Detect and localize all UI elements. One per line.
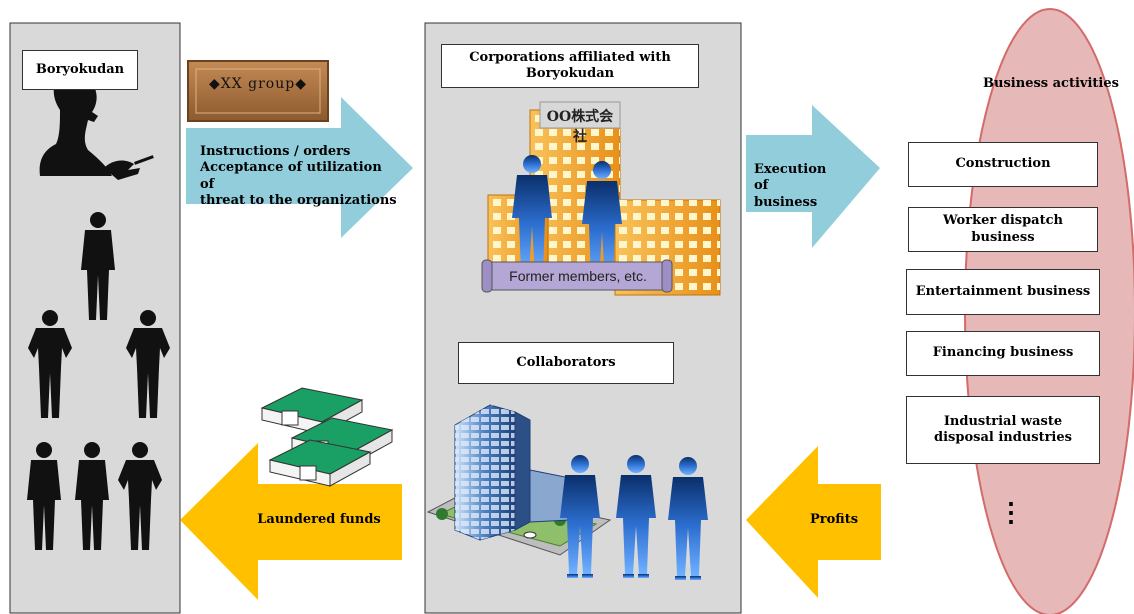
group-sign-board <box>187 60 329 122</box>
collaborators-building-icon <box>426 404 612 556</box>
profits-arrow <box>746 446 881 598</box>
instructions-label: Instructions / orders Acceptance of util… <box>200 144 400 209</box>
business-item-industrial-waste: Industrial waste disposal industries <box>906 396 1100 464</box>
corporations-title: Corporations affiliated with Boryokudan <box>441 44 699 88</box>
business-item-worker-dispatch: Worker dispatch business <box>908 207 1098 252</box>
profits-label: Profits <box>809 512 859 527</box>
instructions-line-1: Instructions / orders <box>200 144 351 159</box>
business-item-financing: Financing business <box>906 331 1100 376</box>
boryokudan-title: Boryokudan <box>22 50 138 90</box>
execution-label: Execution of business <box>754 162 844 211</box>
instructions-line-3: threat to the organizations <box>200 192 397 208</box>
instructions-arrow <box>186 97 413 238</box>
collaborators-title: Collaborators <box>458 342 674 384</box>
money-stacks-icon <box>260 387 394 487</box>
group-sign-inner-border <box>195 68 321 114</box>
former-members-label: Former members, etc. <box>509 268 647 284</box>
instructions-line-2: Acceptance of utilization of <box>200 160 382 192</box>
business-item-construction: Construction <box>908 142 1098 187</box>
execution-line-1: Execution of <box>754 162 827 194</box>
building-sign-label: OO株式会社 <box>546 109 614 145</box>
former-members-scroll <box>481 259 673 293</box>
laundered-funds-arrow <box>180 443 402 600</box>
laundered-funds-label: Laundered funds <box>257 512 381 527</box>
execution-line-2: business <box>754 194 818 210</box>
execution-arrow <box>746 105 880 248</box>
group-sign-label: ◆XX group◆ <box>209 76 307 92</box>
boss-silhouette-icon <box>39 72 154 180</box>
business-item-entertainment: Entertainment business <box>906 269 1100 315</box>
business-activities-title: Business activities <box>983 76 1119 91</box>
more-items-ellipsis: ⋮ <box>998 498 1024 528</box>
